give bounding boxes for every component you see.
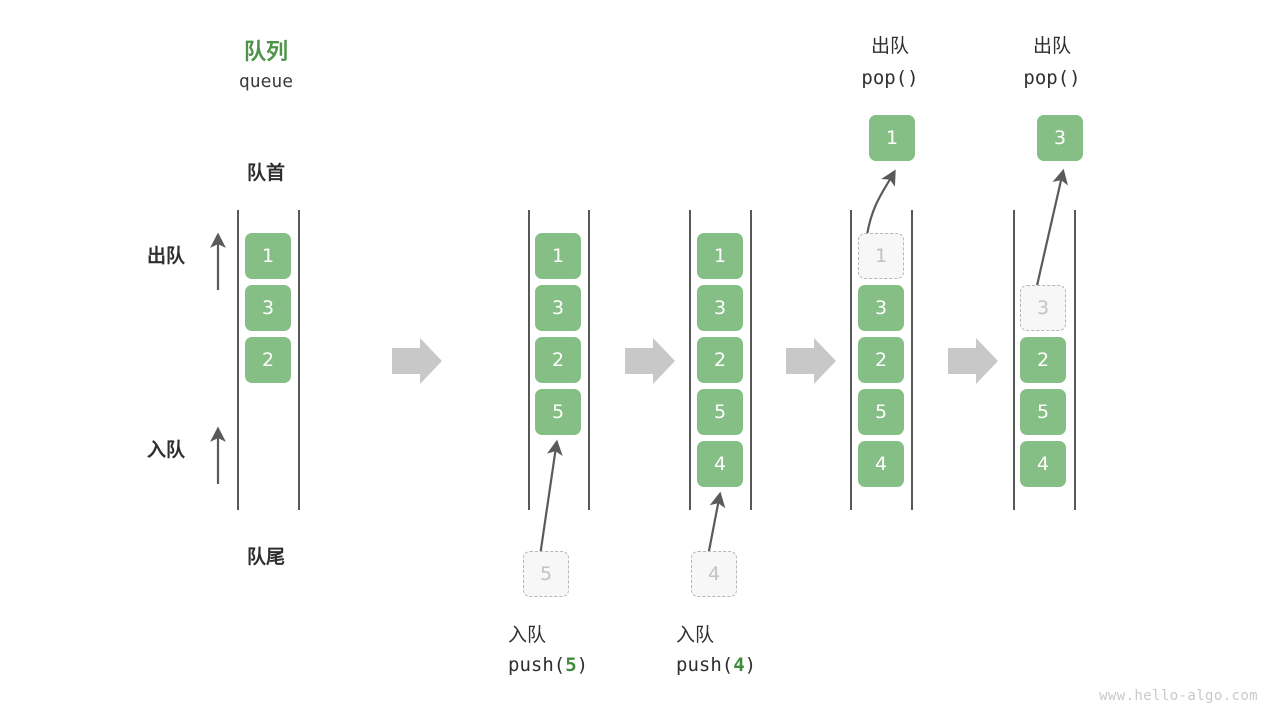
pop-3-code-prefix: pop( bbox=[1023, 67, 1070, 89]
queue-rail-left bbox=[689, 210, 691, 510]
rear-label: 队尾 bbox=[246, 546, 285, 568]
push-5-caption-code: push(5) bbox=[508, 650, 588, 680]
push-5-code-arg: 5 bbox=[565, 654, 577, 676]
push-5-caption: 入队 push(5) bbox=[508, 620, 588, 680]
flow-arrow-2 bbox=[625, 338, 675, 384]
queue-item: 4 bbox=[1020, 441, 1066, 487]
queue-item: 5 bbox=[858, 389, 904, 435]
queue-item: 2 bbox=[858, 337, 904, 383]
queue-item-removed: 3 bbox=[1020, 285, 1066, 331]
queue-rail-left bbox=[1013, 210, 1015, 510]
pop-1-code-prefix: pop( bbox=[861, 67, 908, 89]
pop-3-connector-arrow bbox=[1034, 168, 1068, 291]
queue-rail-right bbox=[298, 210, 300, 510]
push-5-code-prefix: push( bbox=[508, 654, 566, 676]
queue-item: 2 bbox=[535, 337, 581, 383]
pop-1-code-suffix: ) bbox=[907, 67, 919, 89]
queue-rail-left bbox=[528, 210, 530, 510]
incoming-value-placeholder: 4 bbox=[691, 551, 737, 597]
pop-1-caption-cn: 出队 bbox=[870, 35, 909, 57]
pop-3-code-suffix: ) bbox=[1069, 67, 1081, 89]
queue-rail-left bbox=[850, 210, 852, 510]
queue-item: 1 bbox=[697, 233, 743, 279]
flow-arrow-1 bbox=[392, 338, 442, 384]
watermark: www.hello-algo.com bbox=[1099, 688, 1258, 704]
push-5-connector-arrow bbox=[538, 439, 563, 557]
push-5-code-suffix: ) bbox=[576, 654, 589, 676]
queue-item: 3 bbox=[697, 285, 743, 331]
queue-rail-right bbox=[911, 210, 913, 510]
front-label: 队首 bbox=[246, 162, 285, 184]
popped-value-box: 1 bbox=[869, 115, 915, 161]
queue-rail-right bbox=[1074, 210, 1076, 510]
flow-arrow-4 bbox=[948, 338, 998, 384]
pop-1-connector-arrow bbox=[865, 169, 896, 236]
push-4-caption: 入队 push(4) bbox=[676, 620, 756, 680]
queue-item: 3 bbox=[535, 285, 581, 331]
queue-item: 2 bbox=[245, 337, 291, 383]
pop-3-caption: 出队 pop() bbox=[987, 30, 1117, 94]
pop-3-caption-cn: 出队 bbox=[1032, 35, 1071, 57]
queue-item: 2 bbox=[1020, 337, 1066, 383]
flow-arrow-3 bbox=[786, 338, 836, 384]
push-5-caption-cn: 入队 bbox=[508, 624, 547, 646]
queue-rail-left bbox=[237, 210, 239, 510]
queue-item-new: 4 bbox=[697, 441, 743, 487]
pop-1-caption-code: pop() bbox=[825, 62, 955, 94]
push-4-code-prefix: push( bbox=[676, 654, 734, 676]
push-4-caption-code: push(4) bbox=[676, 650, 756, 680]
popped-value-box: 3 bbox=[1037, 115, 1083, 161]
push-4-code-suffix: ) bbox=[744, 654, 757, 676]
queue-item: 1 bbox=[245, 233, 291, 279]
queue-item-new: 5 bbox=[535, 389, 581, 435]
pop-3-caption-code: pop() bbox=[987, 62, 1117, 94]
push-4-caption-cn: 入队 bbox=[676, 624, 715, 646]
enqueue-label: 入队 bbox=[147, 439, 186, 461]
push-4-connector-arrow bbox=[706, 491, 726, 557]
queue-rail-right bbox=[588, 210, 590, 510]
incoming-value-placeholder: 5 bbox=[523, 551, 569, 597]
queue-item-removed: 1 bbox=[858, 233, 904, 279]
queue-item: 5 bbox=[1020, 389, 1066, 435]
push-4-code-arg: 4 bbox=[733, 654, 745, 676]
queue-item: 3 bbox=[245, 285, 291, 331]
queue-item: 1 bbox=[535, 233, 581, 279]
queue-item: 3 bbox=[858, 285, 904, 331]
dequeue-label: 出队 bbox=[147, 245, 186, 267]
queue-item: 5 bbox=[697, 389, 743, 435]
queue-item: 4 bbox=[858, 441, 904, 487]
queue-item: 2 bbox=[697, 337, 743, 383]
page-subtitle: queue bbox=[238, 71, 294, 92]
queue-rail-right bbox=[750, 210, 752, 510]
page-title: 队列 bbox=[243, 40, 288, 65]
pop-1-caption: 出队 pop() bbox=[825, 30, 955, 94]
